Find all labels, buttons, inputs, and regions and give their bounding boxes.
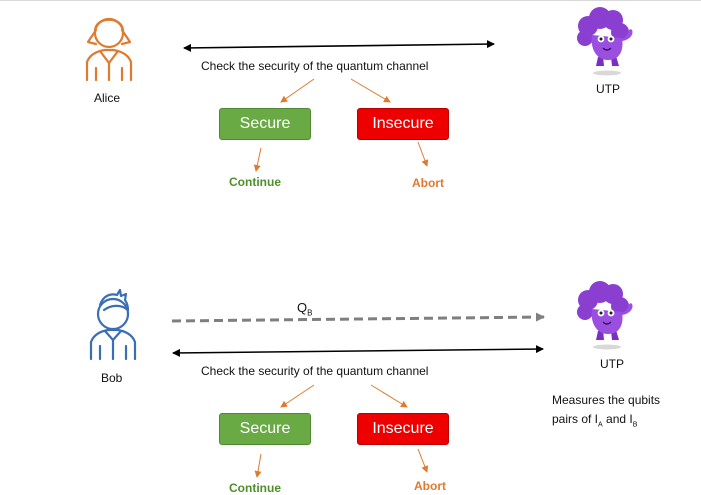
measure-sub-a: A [598, 421, 603, 429]
abort-label-bottom: Abort [414, 479, 446, 493]
qubit-symbol: Q [297, 300, 308, 315]
arrow-to-abort-top [417, 141, 429, 167]
secure-box-top: Secure [219, 108, 311, 140]
measure-sub-b: B [632, 421, 638, 429]
continue-label-bottom: Continue [229, 481, 281, 495]
bob-label: Bob [101, 371, 123, 385]
channel-arrow-bottom [172, 345, 544, 357]
channel-arrow-top [183, 40, 495, 52]
measure-description: Measures the qubits pairs of IA and IB [552, 391, 660, 434]
qubit-transfer-arrow [171, 312, 545, 323]
arrow-to-secure-top [280, 78, 315, 103]
measure-mid: and I [602, 412, 633, 426]
utp-mascot-icon [577, 7, 633, 76]
measure-line-2: pairs of IA and IB [552, 410, 660, 434]
secure-label: Secure [239, 115, 291, 132]
secure-label: Secure [239, 420, 291, 437]
qubit-label: QB [297, 300, 312, 318]
secure-box-bottom: Secure [219, 413, 311, 445]
check-security-text-top: Check the security of the quantum channe… [201, 59, 429, 73]
alice-person-icon [85, 17, 133, 82]
continue-label-top: Continue [229, 175, 281, 189]
measure-prefix: pairs of I [552, 412, 599, 426]
utp-mascot-icon [577, 281, 633, 350]
arrow-to-insecure-top [350, 78, 391, 103]
top-border [0, 0, 701, 1]
abort-label-top: Abort [412, 176, 444, 190]
arrow-to-insecure-bottom [370, 384, 408, 408]
arrow-to-continue-top [253, 147, 262, 172]
arrow-to-secure-bottom [280, 384, 315, 408]
insecure-box-bottom: Insecure [357, 413, 449, 445]
insecure-box-top: Insecure [357, 108, 449, 140]
bob-person-icon [89, 288, 137, 361]
utp-label-top: UTP [596, 82, 620, 96]
alice-label: Alice [94, 91, 121, 105]
arrow-to-abort-bottom [417, 448, 429, 473]
arrow-to-continue-bottom [254, 453, 262, 478]
utp-label-bottom: UTP [600, 357, 624, 371]
qubit-subscript: B [307, 308, 313, 318]
check-security-text-bottom: Check the security of the quantum channe… [201, 364, 429, 378]
insecure-label: Insecure [372, 420, 434, 437]
measure-line-1: Measures the qubits [552, 393, 661, 407]
insecure-label: Insecure [372, 115, 434, 132]
